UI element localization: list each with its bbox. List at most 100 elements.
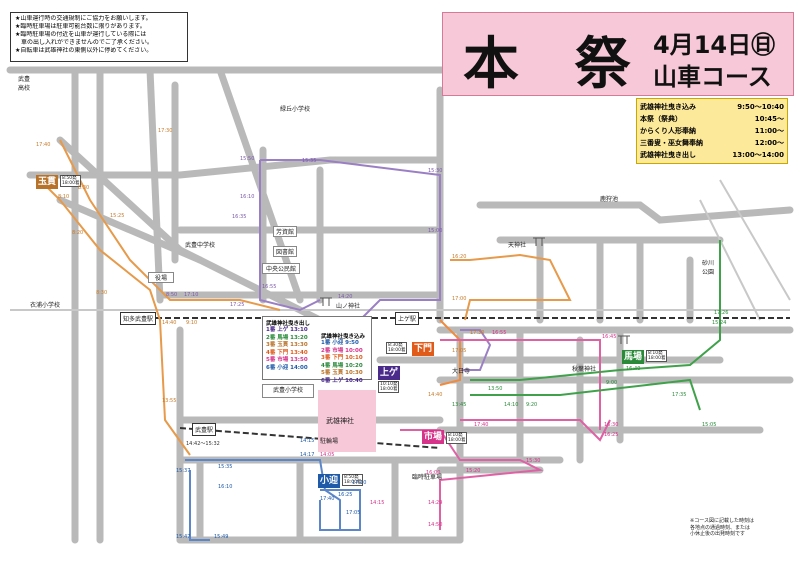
float-ichiba: 市場 bbox=[422, 430, 444, 444]
time-label: 15:30 bbox=[428, 168, 443, 174]
time-label: 9:00 bbox=[606, 380, 618, 386]
label-akiba: 秋葉神社 bbox=[572, 366, 597, 373]
enter-order-row: 4番 馬場 10:20 bbox=[321, 362, 363, 369]
notice-line-1: ★山車運行時の交通規制にご協力をお願いします。 bbox=[15, 15, 152, 22]
leave-order-row: 2番 馬場 13:20 bbox=[266, 334, 308, 341]
arrive-time: 18:00着 bbox=[388, 348, 406, 353]
enter-order-row: 5番 玉貫 10:30 bbox=[321, 370, 363, 376]
label-midorigaoka: 緑丘小学校 bbox=[280, 106, 311, 113]
time-label: 14:15 bbox=[300, 438, 315, 444]
float-baba: 馬場 bbox=[622, 350, 644, 364]
time-label: 17:40 bbox=[320, 496, 335, 502]
enter-order-title: 武雄神社曳き込み bbox=[321, 334, 366, 340]
label-uwa-station: 上ゲ駅 bbox=[395, 312, 420, 325]
depart-time: 8:10発 bbox=[648, 351, 663, 356]
float-shimokado: 下門 bbox=[412, 342, 434, 356]
label-community: 中央公民館 bbox=[262, 263, 300, 274]
takeo-shrine-area bbox=[318, 390, 376, 452]
schedule-time: 12:00〜 bbox=[754, 139, 784, 147]
time-label: 8:30 bbox=[96, 290, 108, 296]
time-label: 8:10 bbox=[58, 194, 70, 200]
time-label: 8:30 bbox=[78, 185, 90, 191]
depart-time: 10:10発 bbox=[380, 382, 398, 387]
footnote-line: 各地点の通過時刻、または bbox=[690, 524, 751, 531]
time-label: 16:45 bbox=[602, 334, 617, 340]
time-label: 15:35 bbox=[218, 464, 233, 470]
label-tenjin: 天神社 bbox=[508, 242, 527, 249]
label-kinuura: 衣浦小学校 bbox=[30, 302, 61, 309]
time-label: 15:49 bbox=[214, 534, 229, 540]
time-label: 8:20 bbox=[72, 230, 84, 236]
title-box: 本 祭 4月14日㊐ 山車コース bbox=[442, 12, 794, 97]
schedule-event: からくり人形奉納 bbox=[640, 127, 696, 135]
footnote-line: 小休止後の出発時刻です bbox=[690, 531, 746, 537]
leave-order-row: 1番 上ゲ 13:10 bbox=[266, 327, 308, 333]
notice-line-3: ★臨時駐車場の付近を山車が運行している際には bbox=[15, 31, 147, 38]
time-label: 9:10 bbox=[186, 320, 198, 326]
depart-time: 8:10発 bbox=[448, 433, 463, 438]
schedule-time: 10:45〜 bbox=[754, 115, 784, 123]
time-label: 14:40 bbox=[162, 320, 177, 326]
time-label: 16:20 bbox=[452, 254, 467, 260]
arrive-time: 18:00着 bbox=[380, 387, 398, 392]
label-kashima: 鹿狩池 bbox=[600, 196, 619, 203]
enter-order-box: 武雄神社曳き込み 1番 小迎 9:50 2番 市場 10:00 3番 下門 10… bbox=[318, 330, 376, 394]
label-temp-parking: 臨時駐車場 bbox=[412, 474, 443, 481]
time-label: 16:40 bbox=[626, 366, 641, 372]
time-label: 15:50 bbox=[240, 156, 255, 162]
time-label: 17:40 bbox=[474, 422, 489, 428]
schedule-event: 武雄神社曳き込み bbox=[640, 103, 696, 111]
time-label: 17:25 bbox=[230, 302, 245, 308]
time-label: 16:35 bbox=[232, 214, 247, 220]
label-library: 図書館 bbox=[273, 246, 297, 257]
float-age: 上ゲ bbox=[378, 366, 400, 380]
notice-line-5: ★自転車は武雄神社の東側以外に停めてください。 bbox=[15, 47, 153, 54]
label-taketoyo-station: 武豊駅 bbox=[192, 423, 217, 436]
time-label: 14:20 bbox=[338, 294, 353, 300]
label-parking-bike: 駐輪場 bbox=[320, 438, 339, 445]
leave-order-row: 3番 玉貫 13:30 bbox=[266, 342, 308, 348]
time-label: 17:30 bbox=[470, 330, 485, 336]
time-label: 16:25 bbox=[604, 432, 619, 438]
enter-order-row: 6番 上ゲ 10:40 bbox=[321, 377, 363, 384]
time-label: 14:29 bbox=[428, 500, 443, 506]
time-label: 15:00 bbox=[428, 228, 443, 234]
schedule-time: 13:00〜14:00 bbox=[732, 151, 784, 159]
time-label: 9:20 bbox=[526, 402, 538, 408]
time-label: 15:25 bbox=[110, 213, 125, 219]
time-label: 16:10 bbox=[240, 194, 255, 200]
schedule-row: 三番叟・巫女舞奉納 12:00〜 bbox=[640, 137, 784, 149]
time-label: 14:10 bbox=[504, 402, 519, 408]
float-tamanuki: 玉貫 bbox=[36, 175, 58, 189]
label-sunagawa: 砂川公園 bbox=[702, 260, 715, 276]
schedule-event: 本祭（祭典） bbox=[640, 115, 682, 123]
time-label: 17:05 bbox=[452, 348, 467, 354]
time-label: 14:50 bbox=[428, 522, 443, 528]
arrive-time: 18:00着 bbox=[648, 356, 666, 361]
notice-line-4: 車の出し入れができませんのでご了承ください。 bbox=[15, 39, 153, 46]
float-komukai: 小迎 bbox=[318, 474, 340, 488]
time-label: 16:30 bbox=[604, 422, 619, 428]
arrive-time: 18:00着 bbox=[62, 181, 80, 186]
course-subtitle: 山車コース bbox=[653, 63, 772, 91]
time-label: 15:05 bbox=[702, 422, 717, 428]
leave-order-row: 4番 下門 13:40 bbox=[266, 349, 308, 356]
time-label: 17:10 bbox=[184, 292, 199, 298]
time-label: 16:10 bbox=[218, 484, 233, 490]
traffic-notice: ★山車運行時の交通規制にご協力をお願いします。 ★臨時駐車場は駐車可能台数に限り… bbox=[10, 12, 188, 62]
depart-time: 8:50発 bbox=[62, 176, 77, 181]
schedule-event: 三番叟・巫女舞奉納 bbox=[640, 139, 703, 147]
time-label: 16:55 bbox=[262, 284, 277, 290]
time-label: 17:00 bbox=[452, 296, 467, 302]
time-label: 13:55 bbox=[162, 398, 177, 404]
label-taketoyo-high: 武豊高校 bbox=[18, 76, 31, 92]
arrive-time: 18:00着 bbox=[448, 438, 466, 443]
time-label: 15:30 bbox=[526, 458, 541, 464]
time-label: 15:20 bbox=[466, 468, 481, 474]
